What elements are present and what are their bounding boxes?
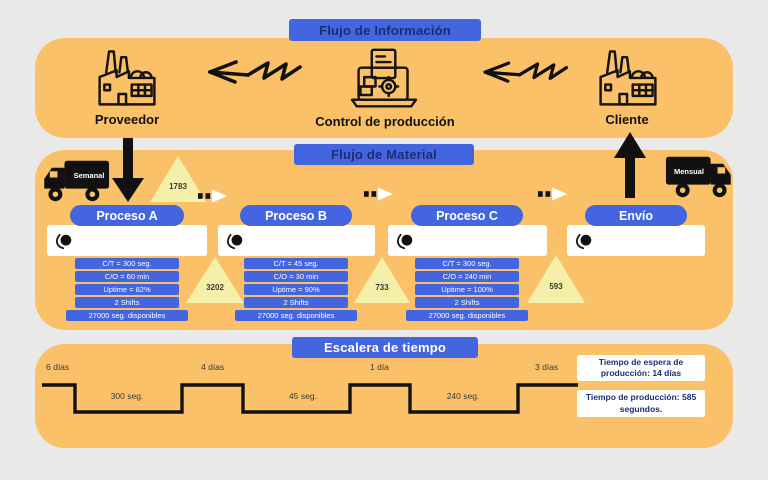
info-flow-banner: Flujo de Información xyxy=(289,19,481,41)
operator-icon xyxy=(576,233,592,250)
weekly-truck-label: Semanal xyxy=(73,171,105,180)
stat-row: C/O = 240 min xyxy=(415,271,519,282)
zigzag-arrow-icon xyxy=(483,61,569,83)
stat-row: Uptime = 82% xyxy=(75,284,179,295)
stat-row: 2 Shifts xyxy=(415,297,519,308)
operator-icon xyxy=(56,233,72,250)
factory-icon xyxy=(98,50,156,106)
process-name: Proceso B xyxy=(240,205,352,226)
push-arrow-icon xyxy=(364,187,394,201)
material-flow-banner: Flujo de Material xyxy=(294,144,474,165)
stat-row: 27000 seg. disponibles xyxy=(235,310,357,321)
processing-time-summary: Tiempo de producción: 585 segundos. xyxy=(577,390,705,417)
down-arrow-icon xyxy=(112,138,144,202)
stat-row: 27000 seg. disponibles xyxy=(406,310,528,321)
customer-label: Cliente xyxy=(605,112,649,127)
process-time-label: 300 seg. xyxy=(110,391,144,401)
process-box xyxy=(388,225,547,256)
factory-icon xyxy=(599,50,657,106)
inventory-value: 3202 xyxy=(206,283,224,292)
process-name: Envío xyxy=(585,205,687,226)
production-control-icon xyxy=(350,48,418,108)
stat-row: C/T = 45 seg. xyxy=(244,258,348,269)
stat-row: 27000 seg. disponibles xyxy=(66,310,188,321)
stat-row: Uptime = 100% xyxy=(415,284,519,295)
process-name: Proceso A xyxy=(70,205,184,226)
wait-time-label: 6 días xyxy=(46,362,70,372)
monthly-truck-label: Mensual xyxy=(673,167,704,176)
process-box xyxy=(567,225,705,256)
inventory-triangle: 3202 xyxy=(186,257,244,303)
inventory-triangle: 1783 xyxy=(150,156,206,202)
inventory-value: 593 xyxy=(549,282,563,291)
monthly-truck-icon: Mensual xyxy=(663,154,733,200)
operator-icon xyxy=(227,233,243,250)
stat-row: 2 Shifts xyxy=(75,297,179,308)
supplier-label: Proveedor xyxy=(94,112,160,127)
inventory-value: 733 xyxy=(375,283,389,292)
push-arrow-icon xyxy=(538,187,568,201)
stat-row: C/O = 60 min xyxy=(75,271,179,282)
stat-row: C/T = 300 seg. xyxy=(415,258,519,269)
process-box xyxy=(218,225,375,256)
process-box xyxy=(47,225,207,256)
inventory-value: 1783 xyxy=(169,182,187,191)
stat-row: 2 Shifts xyxy=(244,297,348,308)
wait-time-label: 3 días xyxy=(535,362,559,372)
stat-row: Uptime = 90% xyxy=(244,284,348,295)
up-arrow-icon xyxy=(614,132,646,198)
process-time-label: 45 seg. xyxy=(289,391,317,401)
production-control-label: Control de producción xyxy=(315,114,455,129)
stat-row: C/T = 300 seg. xyxy=(75,258,179,269)
lead-time-summary: Tiempo de espera de producción: 14 días xyxy=(577,355,705,381)
weekly-truck-icon: Semanal xyxy=(42,158,112,204)
stat-row: C/O = 30 min xyxy=(244,271,348,282)
timeline-staircase xyxy=(42,383,578,414)
wait-time-label: 4 días xyxy=(201,362,225,372)
inventory-triangle: 593 xyxy=(527,255,585,303)
push-arrow-icon xyxy=(198,189,228,203)
inventory-triangle: 733 xyxy=(354,257,410,303)
process-name: Proceso C xyxy=(411,205,523,226)
timeline-banner: Escalera de tiempo xyxy=(292,337,478,358)
zigzag-arrow-icon xyxy=(208,60,302,84)
process-time-label: 240 seg. xyxy=(446,391,480,401)
wait-time-label: 1 día xyxy=(370,362,389,372)
operator-icon xyxy=(397,233,413,250)
